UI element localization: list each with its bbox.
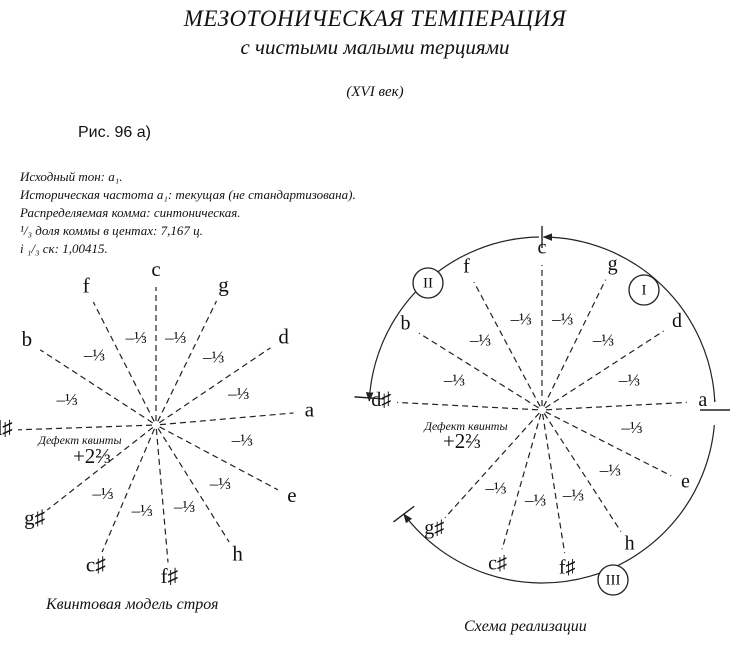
- left-fraction-label-5: –⅓: [173, 497, 196, 516]
- left-spoke-7: [101, 428, 155, 553]
- right-spoke-4: [545, 411, 672, 477]
- left-spoke-6: [155, 428, 169, 563]
- right-note-label-9: d♯: [371, 389, 391, 411]
- left-note-label-8: g♯: [24, 506, 46, 530]
- left-note-label-9: d♯: [0, 416, 13, 440]
- info-line-index: i ₁/₃ ск: 1,00415.: [20, 241, 108, 256]
- info-line-frequency: Историческая частота a₁: текущая (не ста…: [20, 187, 356, 202]
- left-note-label-3: a: [305, 397, 315, 421]
- right-spoke-2: [545, 330, 664, 409]
- right-spoke-1: [543, 279, 607, 407]
- right-note-label-5: h: [625, 533, 635, 555]
- left-fraction-label-2: –⅓: [227, 384, 250, 403]
- figure-label: Рис. 96 а): [78, 124, 151, 141]
- left-spoke-11: [92, 301, 155, 422]
- left-note-label-6: f♯: [161, 564, 179, 588]
- left-defect-value: +2⅔: [73, 444, 111, 468]
- left-note-label-10: b: [22, 327, 33, 351]
- arc-segment-I: [542, 233, 716, 401]
- right-fraction-label-3: –⅓: [620, 418, 643, 437]
- left-spoke-10: [39, 349, 153, 424]
- right-spoke-9: [397, 401, 539, 411]
- right-note-label-8: g♯: [424, 517, 444, 539]
- right-note-label-3: a: [698, 389, 707, 411]
- marker-label-III: III: [606, 572, 621, 588]
- right-spoke-5: [543, 413, 622, 532]
- right-fraction-label-1: –⅓: [592, 331, 615, 350]
- left-diagram-caption: Квинтовая модель строя: [46, 596, 219, 613]
- left-note-label-11: f: [83, 274, 90, 298]
- left-note-label-4: e: [287, 483, 296, 507]
- right-realization-circle: cgdaehf♯c♯g♯d♯bf–⅓–⅓–⅓–⅓–⅓–⅓–⅓–⅓–⅓–⅓–⅓Де…: [354, 226, 730, 596]
- info-line-source-tone: Исходный тон: a₁.: [20, 169, 123, 184]
- left-fraction-label-7: –⅓: [91, 484, 114, 503]
- left-fraction-label-0: –⅓: [164, 328, 187, 347]
- right-spoke-10: [418, 332, 539, 409]
- right-note-label-1: g: [608, 253, 618, 275]
- left-fraction-label-8: –⅓: [83, 346, 106, 365]
- arc-segment-III: [403, 425, 715, 584]
- century-label: (XVI век): [346, 84, 404, 100]
- marker-label-I: I: [642, 282, 647, 298]
- right-fraction-label-10: –⅓: [510, 309, 533, 328]
- left-spoke-1: [157, 300, 218, 422]
- left-note-label-7: c♯: [86, 553, 106, 577]
- left-defect-label: Дефект квинты: [37, 433, 121, 447]
- right-fraction-label-5: –⅓: [562, 485, 585, 504]
- left-spoke-3: [159, 412, 294, 426]
- marker-circle-I: [628, 274, 660, 306]
- right-fraction-label-2: –⅓: [618, 370, 641, 389]
- right-fraction-label-0: –⅓: [551, 309, 574, 328]
- page-subtitle: с чистыми малыми терциями: [240, 35, 510, 59]
- left-fraction-label-4: –⅓: [209, 474, 232, 493]
- marker-label-II: II: [423, 275, 433, 291]
- left-spoke-5: [157, 428, 230, 543]
- right-note-label-4: e: [681, 471, 690, 493]
- info-block: Исходный тон: a₁. Историческая частота a…: [20, 168, 356, 258]
- left-note-label-1: g: [218, 272, 229, 296]
- right-defect-value: +2⅔: [443, 429, 481, 453]
- info-line-comma: Распределяемая комма: синтоническая.: [20, 205, 241, 220]
- info-line-cents: ¹/₃ доля коммы в центах: 7,167 ц.: [20, 223, 203, 238]
- left-spoke-2: [158, 347, 271, 424]
- right-fraction-label-6: –⅓: [524, 491, 547, 510]
- right-fraction-label-7: –⅓: [484, 479, 507, 498]
- left-spoke-4: [159, 426, 279, 491]
- right-note-label-11: f: [463, 255, 470, 277]
- marker-circle-III: [597, 564, 629, 596]
- left-spoke-8: [46, 426, 154, 511]
- left-note-label-5: h: [232, 541, 243, 565]
- right-spoke-8: [444, 412, 540, 519]
- page-title: МЕЗОТОНИЧЕСКАЯ ТЕМПЕРАЦИЯ: [183, 6, 567, 31]
- left-fraction-label-1: –⅓: [202, 347, 225, 366]
- left-spoke-9: [18, 424, 153, 431]
- marker-circle-II: [412, 267, 444, 299]
- right-spoke-6: [542, 413, 566, 554]
- left-fifths-circle: cgdaehf♯c♯g♯d♯bf–⅓–⅓–⅓–⅓–⅓–⅓–⅓–⅓–⅓–⅓–⅓Де…: [0, 257, 315, 588]
- left-fraction-label-9: –⅓: [56, 390, 79, 409]
- left-fraction-label-6: –⅓: [131, 501, 154, 520]
- right-fraction-label-4: –⅓: [599, 460, 622, 479]
- right-note-label-2: d: [672, 310, 682, 332]
- right-spoke-11: [473, 281, 541, 407]
- left-note-label-2: d: [278, 325, 289, 349]
- tick-gsharp: [393, 505, 415, 523]
- right-note-label-6: f♯: [559, 557, 576, 579]
- left-note-label-0: c: [151, 257, 160, 281]
- right-diagram-caption: Схема реализации: [464, 618, 587, 635]
- left-fraction-label-3: –⅓: [231, 431, 254, 450]
- right-note-label-10: b: [400, 312, 410, 334]
- right-fraction-label-8: –⅓: [469, 331, 492, 350]
- left-fraction-label-10: –⅓: [125, 328, 148, 347]
- right-note-label-7: c♯: [488, 552, 507, 574]
- right-spoke-7: [501, 413, 542, 550]
- right-fraction-label-9: –⅓: [443, 370, 466, 389]
- tick-dsharp: [354, 396, 385, 400]
- right-spoke-3: [545, 401, 687, 411]
- right-defect-label: Дефект квинты: [423, 419, 507, 433]
